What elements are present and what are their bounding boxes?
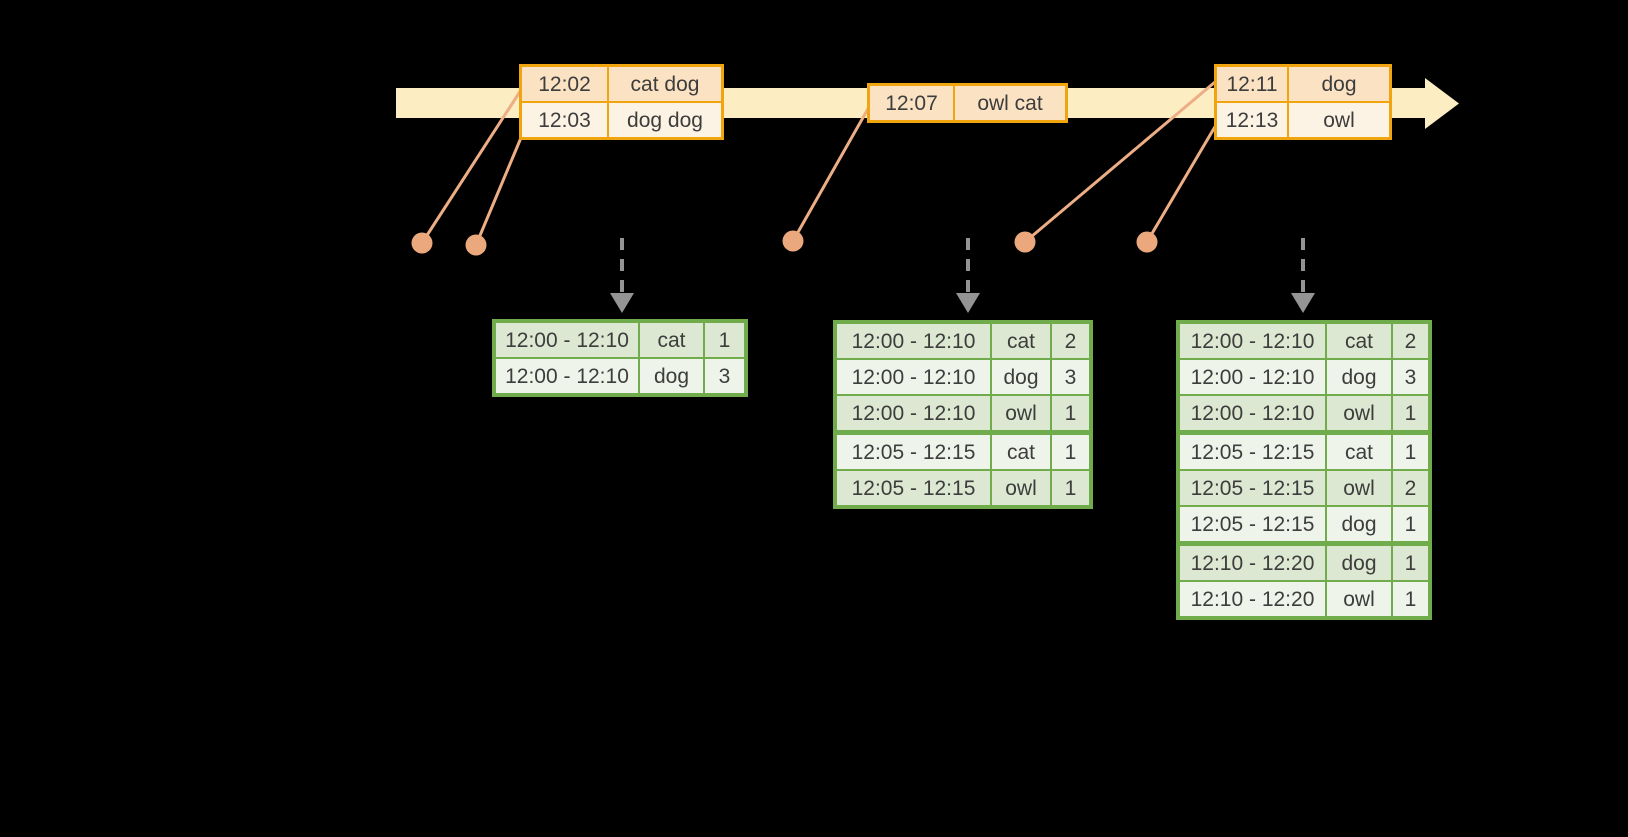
window-cell: 12:05 - 12:15 xyxy=(837,471,990,505)
word-cell: owl xyxy=(1327,471,1391,505)
window-cell: 12:00 - 12:10 xyxy=(1180,360,1325,394)
connector-line xyxy=(420,88,523,245)
word-cell: owl xyxy=(1327,582,1391,616)
count-cell: 1 xyxy=(1393,546,1428,580)
count-cell: 1 xyxy=(1393,507,1428,541)
count-cell: 2 xyxy=(1052,324,1089,358)
window-cell: 12:00 - 12:10 xyxy=(837,324,990,358)
event-time-cell: 12:13 xyxy=(1217,103,1287,137)
count-cell: 1 xyxy=(1393,582,1428,616)
connector-line xyxy=(791,105,871,243)
event-time-cell: 12:02 xyxy=(522,67,607,101)
word-cell: dog xyxy=(640,359,703,393)
window-cell: 12:05 - 12:15 xyxy=(1180,507,1325,541)
word-cell: cat xyxy=(992,324,1050,358)
count-cell: 1 xyxy=(705,323,744,357)
word-cell: owl xyxy=(992,471,1050,505)
word-cell: dog xyxy=(1327,546,1391,580)
event-dot xyxy=(411,232,433,254)
window-cell: 12:00 - 12:10 xyxy=(496,359,638,393)
word-cell: cat xyxy=(992,435,1050,469)
count-cell: 1 xyxy=(1393,435,1428,469)
event-dot xyxy=(465,234,487,256)
count-cell: 2 xyxy=(1393,471,1428,505)
count-cell: 1 xyxy=(1052,471,1089,505)
count-cell: 1 xyxy=(1393,396,1428,430)
word-cell: dog xyxy=(1327,507,1391,541)
window-cell: 12:00 - 12:10 xyxy=(837,396,990,430)
event-words-cell: dog xyxy=(1289,67,1389,101)
count-cell: 3 xyxy=(1052,360,1089,394)
window-cell: 12:05 - 12:15 xyxy=(837,435,990,469)
event-time-cell: 12:07 xyxy=(870,86,953,120)
word-cell: cat xyxy=(1327,435,1391,469)
connector-line xyxy=(1145,123,1218,244)
event-words-cell: owl cat xyxy=(955,86,1065,120)
window-cell: 12:00 - 12:10 xyxy=(1180,396,1325,430)
event-dot xyxy=(1014,231,1036,253)
trigger-arrowhead-icon xyxy=(610,293,634,313)
count-cell: 1 xyxy=(1052,435,1089,469)
event-time-cell: 12:03 xyxy=(522,103,607,137)
event-words-cell: owl xyxy=(1289,103,1389,137)
event-time-cell: 12:11 xyxy=(1217,67,1287,101)
window-cell: 12:05 - 12:15 xyxy=(1180,471,1325,505)
connector-line xyxy=(474,131,525,247)
event-words-cell: cat dog xyxy=(609,67,721,101)
connector-line xyxy=(1023,80,1217,244)
event-dot xyxy=(1136,231,1158,253)
event-dot xyxy=(782,230,804,252)
word-cell: cat xyxy=(640,323,703,357)
word-cell: owl xyxy=(1327,396,1391,430)
event-words-cell: dog dog xyxy=(609,103,721,137)
word-cell: dog xyxy=(992,360,1050,394)
window-cell: 12:05 - 12:15 xyxy=(1180,435,1325,469)
count-cell: 1 xyxy=(1052,396,1089,430)
trigger-arrowhead-icon xyxy=(1291,293,1315,313)
window-cell: 12:00 - 12:10 xyxy=(1180,324,1325,358)
count-cell: 3 xyxy=(705,359,744,393)
window-cell: 12:00 - 12:10 xyxy=(837,360,990,394)
word-cell: dog xyxy=(1327,360,1391,394)
window-cell: 12:00 - 12:10 xyxy=(496,323,638,357)
timeline-arrowhead-icon xyxy=(1425,78,1459,129)
word-cell: owl xyxy=(992,396,1050,430)
window-cell: 12:10 - 12:20 xyxy=(1180,582,1325,616)
count-cell: 3 xyxy=(1393,360,1428,394)
count-cell: 2 xyxy=(1393,324,1428,358)
trigger-arrowhead-icon xyxy=(956,293,980,313)
word-cell: cat xyxy=(1327,324,1391,358)
window-cell: 12:10 - 12:20 xyxy=(1180,546,1325,580)
